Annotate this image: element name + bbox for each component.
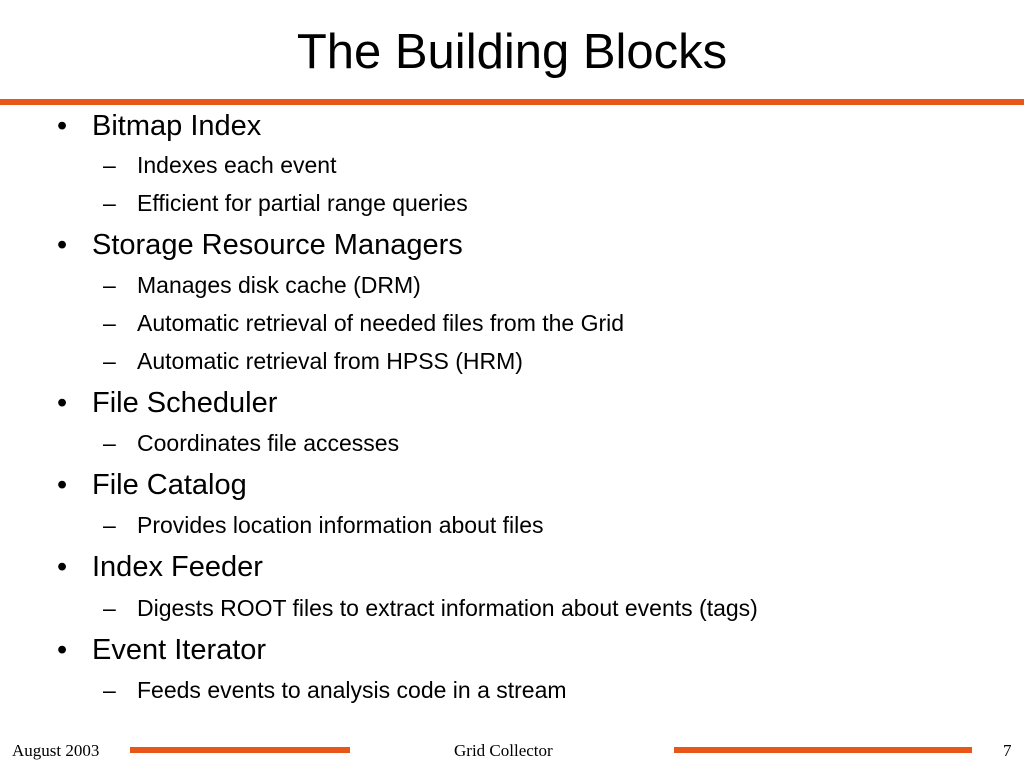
bullet-label: File Catalog <box>92 469 247 501</box>
footer-date: August 2003 <box>12 741 100 760</box>
footer-page-number: 7 <box>1003 741 1012 760</box>
sub-bullet-label: Efficient for partial range queries <box>137 190 468 216</box>
bullet-marker: • <box>57 469 68 501</box>
sub-bullet-label: Manages disk cache (DRM) <box>137 272 421 298</box>
bullet-label: Bitmap Index <box>92 110 262 142</box>
bullet-label: Index Feeder <box>92 551 263 583</box>
bullet-marker: • <box>57 387 68 419</box>
dash-marker: – <box>103 348 116 374</box>
dash-marker: – <box>103 430 116 456</box>
sub-bullet-label: Automatic retrieval of needed files from… <box>137 310 625 336</box>
dash-marker: – <box>103 310 116 336</box>
sub-bullet-label: Indexes each event <box>137 152 337 178</box>
dash-marker: – <box>103 152 116 178</box>
title-underline <box>0 99 1024 105</box>
sub-bullet-label: Feeds events to analysis code in a strea… <box>137 677 567 703</box>
bullet-label: Event Iterator <box>92 634 267 666</box>
footer-right-bar <box>674 747 972 753</box>
bullet-label: File Scheduler <box>92 387 278 419</box>
footer-left-bar <box>130 747 350 753</box>
dash-marker: – <box>103 272 116 298</box>
footer-title: Grid Collector <box>454 741 553 760</box>
sub-bullet-label: Provides location information about file… <box>137 512 544 538</box>
bullet-label: Storage Resource Managers <box>92 229 463 261</box>
bullet-marker: • <box>57 229 68 261</box>
dash-marker: – <box>103 190 116 216</box>
bullet-marker: • <box>57 551 68 583</box>
dash-marker: – <box>103 512 116 538</box>
dash-marker: – <box>103 677 116 703</box>
sub-bullet-label: Digests ROOT files to extract informatio… <box>137 595 758 621</box>
sub-bullet-label: Automatic retrieval from HPSS (HRM) <box>137 348 523 374</box>
slide-title: The Building Blocks <box>296 25 728 79</box>
bullet-marker: • <box>57 634 68 666</box>
dash-marker: – <box>103 595 116 621</box>
bullet-marker: • <box>57 110 68 142</box>
sub-bullet-label: Coordinates file accesses <box>137 430 400 456</box>
